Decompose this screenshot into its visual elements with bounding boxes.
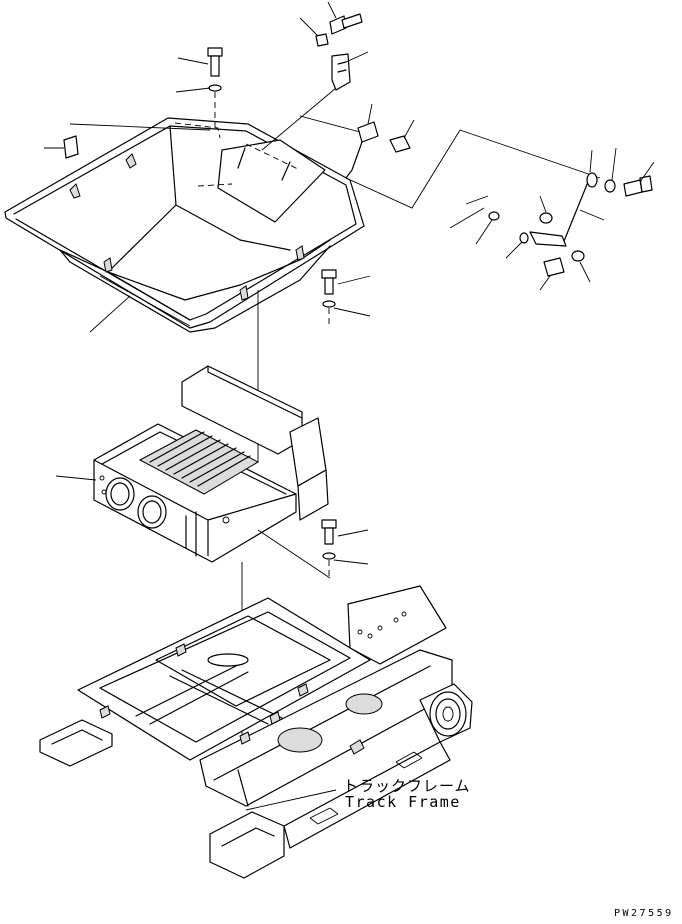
bolt-washer-low: [257, 519, 369, 579]
track-frame-label-jp: トラックフレーム: [343, 777, 471, 795]
drawing-number: PW27559: [614, 908, 674, 919]
bolt-washer-top: [175, 47, 223, 128]
leader-hopper: [89, 295, 131, 333]
rod-linkage: [449, 147, 655, 291]
small-bracket: [44, 123, 211, 159]
track-frame: [39, 585, 473, 879]
latch-hardware: [261, 1, 601, 209]
bolt-washer-mid: [321, 269, 371, 326]
crusher-unit: [55, 365, 329, 563]
track-frame-label-en: Track Frame: [345, 793, 461, 811]
hopper-cover: [4, 117, 365, 333]
